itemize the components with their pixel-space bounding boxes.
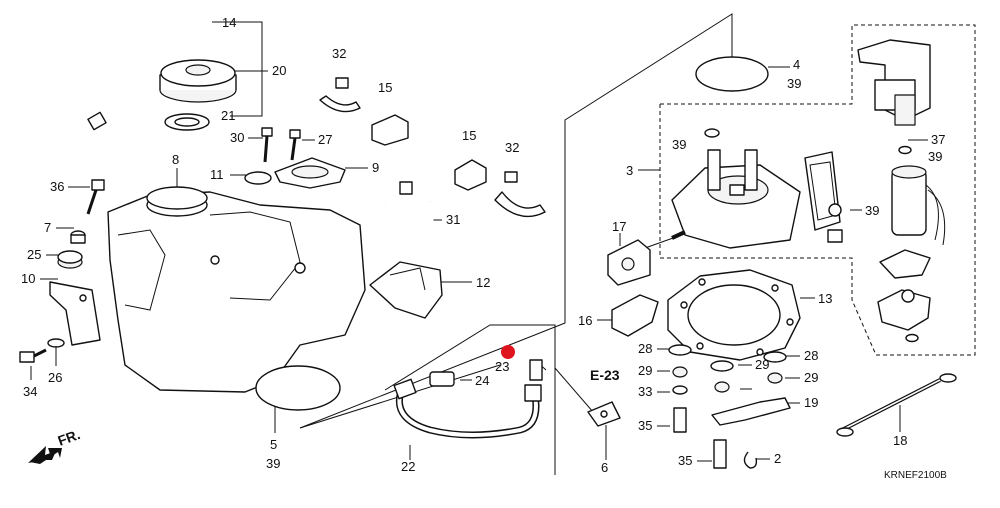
part-gasket-13	[667, 269, 801, 361]
callout-15b: 15	[462, 128, 476, 143]
highlight-marker	[501, 345, 515, 359]
callout-28b: 28	[804, 348, 818, 363]
callout-26: 26	[48, 370, 62, 385]
callout-16: 16	[578, 313, 592, 328]
part-impeller	[879, 249, 931, 279]
callout-13: 13	[818, 291, 832, 306]
part-breather-hose-14	[87, 15, 211, 131]
callout-15: 15	[378, 80, 392, 95]
callout-25: 25	[27, 247, 41, 262]
callout-28a: 28	[638, 341, 652, 356]
callout-39-oring: 39	[787, 76, 801, 91]
callout-19: 19	[804, 395, 818, 410]
callout-23: 23	[495, 359, 509, 374]
callout-labels: 14 20 21 32 15 30 27 8 9 11 36 15 32 31 …	[21, 15, 945, 475]
callout-29c: 29	[804, 370, 818, 385]
callout-4: 4	[793, 57, 800, 72]
part-guide-12	[369, 261, 443, 319]
callout-18: 18	[893, 433, 907, 448]
part-seal-39-pump	[704, 128, 720, 138]
callout-37: 37	[931, 132, 945, 147]
part-bolt-27	[289, 129, 301, 161]
part-fuel-cap-20	[159, 59, 237, 103]
callout-21: 21	[221, 108, 235, 123]
part-rubber-25	[57, 250, 83, 269]
callout-2: 2	[774, 451, 781, 466]
part-bracket-10	[49, 281, 101, 346]
part-clip-15-top	[371, 114, 409, 146]
part-gasket-21	[164, 113, 210, 131]
part-pump-motor	[891, 165, 946, 246]
part-fuel-pump-3	[671, 149, 801, 249]
callout-24: 24	[475, 373, 489, 388]
callout-39-filter: 39	[865, 203, 879, 218]
part-clip-15-mid	[454, 159, 487, 191]
part-bracket-19	[711, 397, 791, 426]
part-bolt-36	[86, 179, 105, 215]
part-fuel-hose-22	[393, 378, 542, 439]
callout-6: 6	[601, 460, 608, 475]
callout-35a: 35	[638, 418, 652, 433]
callout-7: 7	[44, 220, 51, 235]
part-rubber-17	[607, 239, 651, 286]
part-collar-7	[70, 230, 86, 244]
part-washer-11	[244, 171, 272, 185]
part-clamp-32-top	[319, 77, 361, 113]
callout-3: 3	[626, 163, 633, 178]
part-band-31	[383, 181, 435, 231]
part-clamp-24	[429, 371, 455, 387]
part-washer-26	[47, 338, 65, 348]
callout-35b: 35	[678, 453, 692, 468]
part-o-ring-5	[255, 365, 341, 411]
callout-31: 31	[446, 212, 460, 227]
callout-5: 5	[270, 437, 277, 452]
part-stay-6	[587, 401, 621, 427]
callout-39-seal: 39	[672, 137, 686, 152]
callout-9: 9	[372, 160, 379, 175]
part-bolt-34	[19, 348, 47, 363]
callout-32: 32	[332, 46, 346, 61]
part-fuel-tank-8	[107, 186, 366, 393]
callout-29a: 29	[638, 363, 652, 378]
callout-22: 22	[401, 459, 415, 474]
callout-20: 20	[272, 63, 286, 78]
callout-11: 11	[210, 167, 224, 182]
part-bolt-30	[261, 127, 273, 163]
part-seal-37	[898, 145, 912, 155]
part-clamp-32-mid	[494, 171, 546, 218]
section-ref-label: E-23	[590, 367, 620, 383]
part-o-ring-4	[695, 56, 769, 92]
part-plate-9	[274, 157, 346, 189]
callout-17: 17	[612, 219, 626, 234]
callout-10: 10	[21, 271, 35, 286]
callout-30: 30	[230, 130, 244, 145]
callout-8: 8	[172, 152, 179, 167]
callout-32b: 32	[505, 140, 519, 155]
part-strainer	[877, 289, 931, 343]
diagram-code: KRNEF2100B	[884, 470, 947, 481]
part-cover-16	[611, 294, 659, 337]
part-pump-top-assy	[857, 39, 931, 126]
callout-33: 33	[638, 384, 652, 399]
part-filter-39	[804, 151, 843, 243]
callout-29b: 29	[755, 357, 769, 372]
front-direction-label: FR.	[56, 426, 83, 449]
callout-39-tank: 39	[266, 456, 280, 471]
front-arrow	[28, 446, 62, 464]
part-joint-23	[529, 359, 543, 381]
callout-34: 34	[23, 384, 37, 399]
part-clip-2	[743, 451, 758, 469]
callout-14: 14	[222, 15, 236, 30]
part-strap-18	[836, 373, 957, 437]
callout-36: 36	[50, 179, 64, 194]
callout-27: 27	[318, 132, 332, 147]
part-fasteners	[668, 344, 787, 469]
callout-12: 12	[476, 275, 490, 290]
callout-39-motor: 39	[928, 149, 942, 164]
